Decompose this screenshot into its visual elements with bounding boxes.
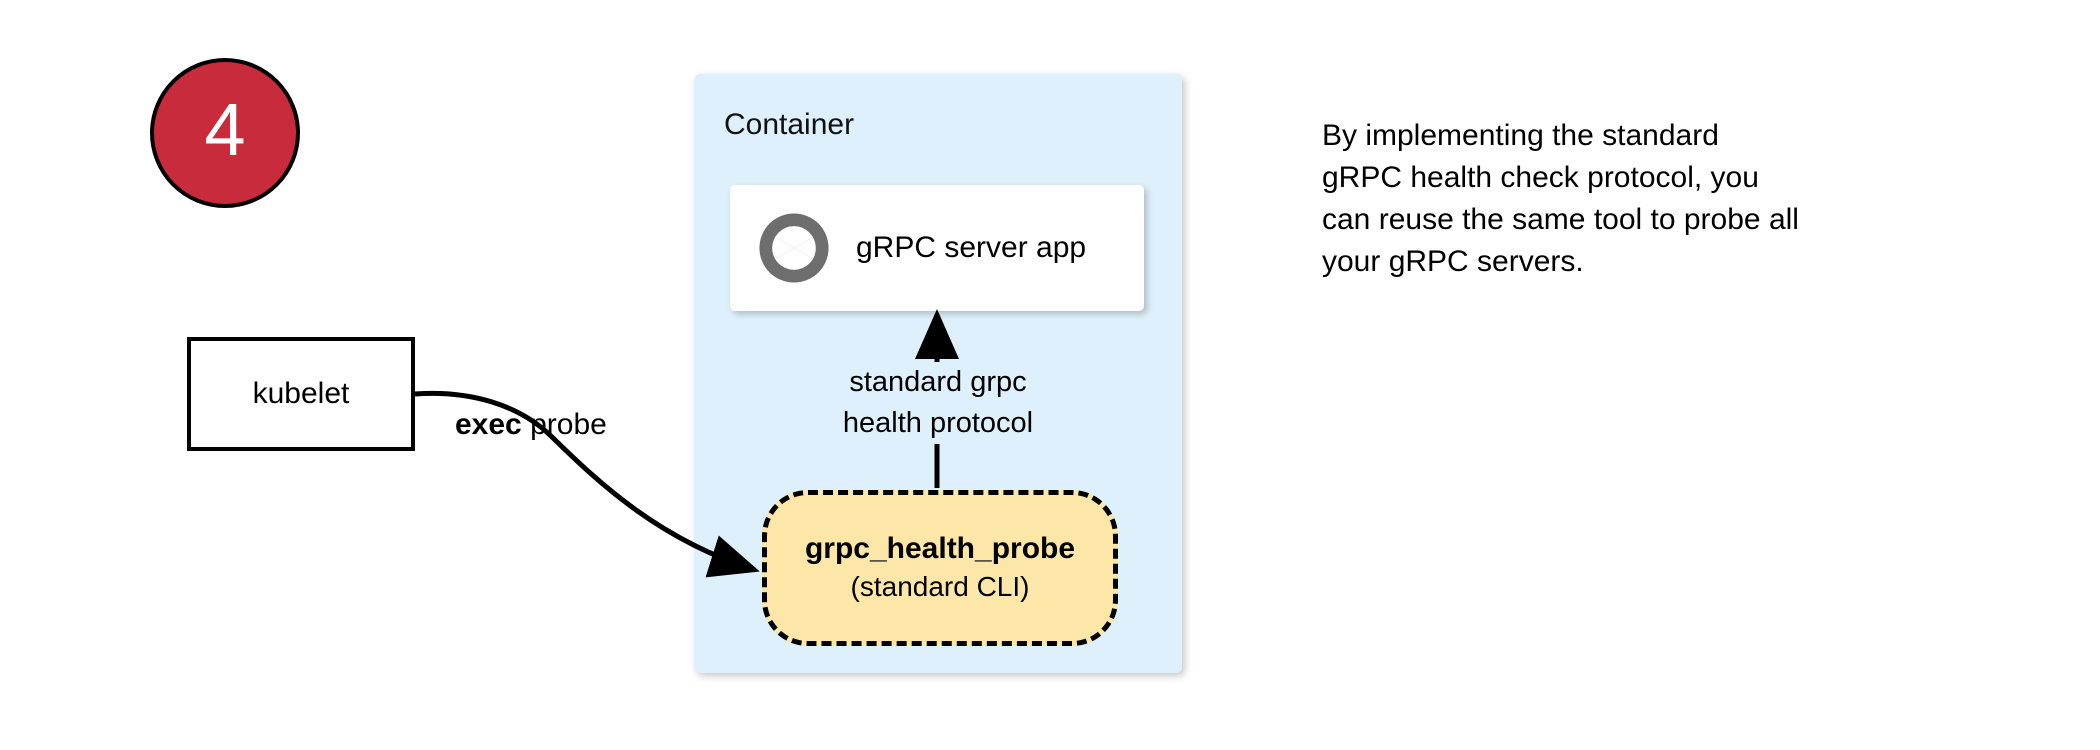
step-number-badge: 4 [150, 58, 300, 208]
container-panel: Container gRPC server app [694, 74, 1182, 673]
node-grpc-health-probe-title: grpc_health_probe [804, 532, 1076, 565]
node-grpc-health-probe-subtitle: (standard CLI) [850, 571, 1030, 602]
side-note-line-2: gRPC health check protocol, you [1322, 161, 1759, 194]
edge-label-exec-probe-rest: probe [521, 408, 607, 441]
container-title: Container [724, 108, 855, 141]
side-note-line-1: By implementing the standard [1322, 119, 1719, 152]
aperture-icon [759, 213, 829, 283]
node-kubelet: kubelet [187, 337, 415, 451]
step-number-value: 4 [204, 88, 246, 171]
edge-label-exec-probe: exec probe [455, 408, 607, 442]
node-grpc-server-app-label: gRPC server app [856, 231, 1087, 264]
node-grpc-health-probe: grpc_health_probe (standard CLI) [762, 490, 1118, 646]
side-note-line-3: can reuse the same tool to probe all [1322, 203, 1799, 236]
side-note-line-4: your gRPC servers. [1322, 245, 1584, 278]
edge-label-exec-probe-strong: exec [455, 408, 522, 441]
node-kubelet-label: kubelet [252, 377, 350, 410]
side-note: By implementing the standard gRPC health… [1322, 115, 1922, 283]
node-grpc-server-app: gRPC server app [730, 185, 1144, 311]
